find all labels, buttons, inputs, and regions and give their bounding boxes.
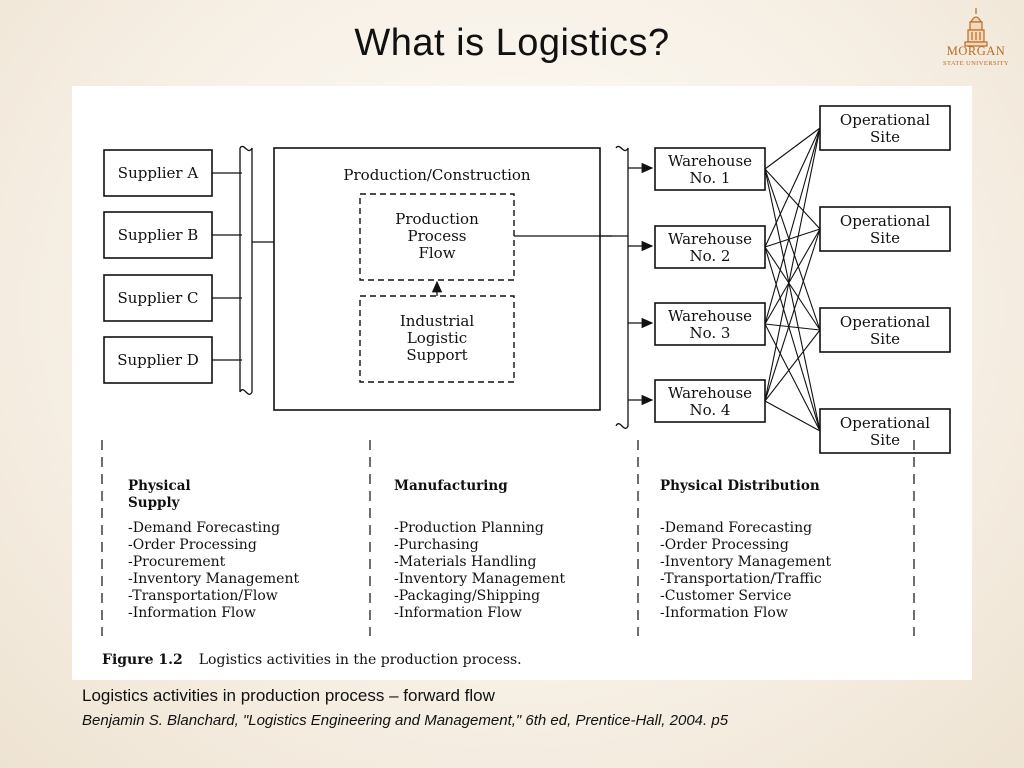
supplier-boxes bbox=[103, 149, 213, 384]
column-item: -Information Flow bbox=[394, 605, 522, 621]
operational-site-box bbox=[819, 408, 951, 454]
warehouse-label: Warehouse bbox=[668, 307, 752, 325]
warehouse-box bbox=[654, 379, 766, 423]
warehouse-box bbox=[654, 147, 766, 191]
production-process-label: Production bbox=[395, 210, 479, 228]
column-item: -Inventory Management bbox=[660, 554, 832, 570]
warehouse-label: Warehouse bbox=[668, 230, 752, 248]
column-physical-distribution: Physical Distribution -Demand Forecastin… bbox=[660, 478, 831, 622]
logo-subtitle: STATE UNIVERSITY bbox=[942, 60, 1009, 67]
column-item: -Production Planning bbox=[394, 520, 544, 536]
figure-caption: Figure 1.2 Logistics activities in the pr… bbox=[102, 652, 522, 668]
warehouse-box bbox=[654, 225, 766, 269]
column-item: -Packaging/Shipping bbox=[394, 588, 541, 604]
supplier-box bbox=[103, 211, 213, 259]
operational-site-label: Operational bbox=[840, 111, 930, 129]
operational-site-box bbox=[819, 206, 951, 252]
column-item: -Transportation/Traffic bbox=[660, 571, 822, 587]
column-item: -Demand Forecasting bbox=[128, 520, 281, 536]
production-box-title: Production/Construction bbox=[343, 166, 531, 184]
column-item: -Demand Forecasting bbox=[660, 520, 813, 536]
slide-citation: Benjamin S. Blanchard, "Logistics Engine… bbox=[82, 712, 729, 729]
column-item: -Inventory Management bbox=[128, 571, 300, 587]
supplier-label: Supplier A bbox=[118, 164, 199, 182]
warehouse-box bbox=[654, 302, 766, 346]
logistic-support-label: Logistic bbox=[407, 329, 467, 347]
operational-site-label: Operational bbox=[840, 212, 930, 230]
figure-label: Figure 1.2 bbox=[102, 652, 183, 668]
warehouse-label: No. 3 bbox=[690, 324, 731, 342]
column-item: -Inventory Management bbox=[394, 571, 566, 587]
logo-wordmark: MORGAN bbox=[946, 44, 1006, 58]
column-item: -Order Processing bbox=[128, 537, 257, 553]
distribution-lines bbox=[764, 127, 821, 432]
production-construction-box bbox=[273, 147, 601, 411]
operational-site-label: Operational bbox=[840, 313, 930, 331]
operational-site-box bbox=[819, 307, 951, 353]
warehouse-label: No. 1 bbox=[690, 169, 731, 187]
supplier-box bbox=[103, 336, 213, 384]
warehouse-label: No. 2 bbox=[690, 247, 731, 265]
logistic-support-label: Support bbox=[406, 346, 467, 364]
column-item: -Order Processing bbox=[660, 537, 789, 553]
supplier-box bbox=[103, 274, 213, 322]
column-item: -Customer Service bbox=[660, 588, 792, 604]
column-manufacturing: Manufacturing -Production Planning -Purc… bbox=[394, 478, 565, 622]
column-heading: Physical Supply bbox=[128, 478, 191, 511]
warehouse-label: Warehouse bbox=[668, 384, 752, 402]
column-item: -Information Flow bbox=[660, 605, 788, 621]
column-item: -Procurement bbox=[128, 554, 226, 570]
logistics-figure: Supplier A Supplier B Supplier C Supplie… bbox=[72, 86, 972, 680]
operational-site-box bbox=[819, 105, 951, 151]
column-physical-supply: Physical Supply -Demand Forecasting -Ord… bbox=[128, 478, 299, 622]
operational-site-label: Site bbox=[870, 431, 900, 449]
logistic-support-label: Industrial bbox=[400, 312, 474, 330]
operational-site-label: Site bbox=[870, 229, 900, 247]
production-process-label: Flow bbox=[418, 244, 455, 262]
operational-site-label: Operational bbox=[840, 414, 930, 432]
warehouse-label: Warehouse bbox=[668, 152, 752, 170]
supplier-label: Supplier D bbox=[117, 351, 199, 369]
production-process-label: Process bbox=[408, 227, 467, 245]
university-tower-icon bbox=[964, 8, 988, 47]
warehouse-label: No. 4 bbox=[690, 401, 731, 419]
column-item: -Materials Handling bbox=[394, 554, 537, 570]
flow-diagram: Supplier A Supplier B Supplier C Supplie… bbox=[101, 105, 951, 636]
supplier-label: Supplier B bbox=[118, 226, 199, 244]
column-item: -Information Flow bbox=[128, 605, 256, 621]
slide-caption: Logistics activities in production proce… bbox=[82, 686, 495, 705]
column-item: -Transportation/Flow bbox=[128, 588, 278, 604]
column-heading: Physical Distribution bbox=[660, 478, 820, 494]
operational-site-label: Site bbox=[870, 330, 900, 348]
supplier-label: Supplier C bbox=[117, 289, 198, 307]
figure-caption-text: Logistics activities in the production p… bbox=[198, 652, 522, 668]
slide-title: What is Logistics? bbox=[354, 22, 670, 64]
operational-site-label: Site bbox=[870, 128, 900, 146]
column-heading: Manufacturing bbox=[394, 478, 508, 494]
column-item: -Purchasing bbox=[394, 537, 479, 553]
